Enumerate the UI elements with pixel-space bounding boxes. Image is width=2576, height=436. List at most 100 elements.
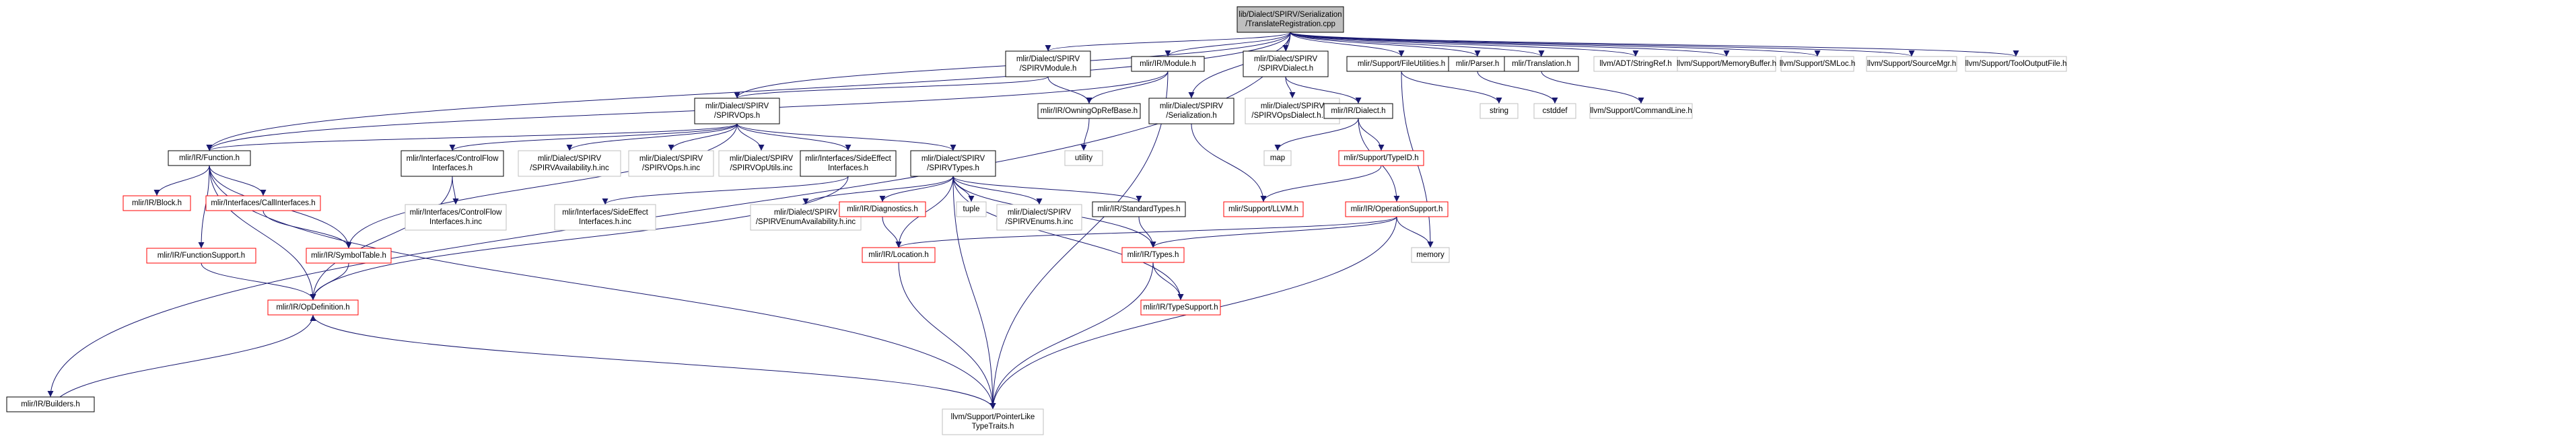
node-spirvopsdialectinc[interactable]: mlir/Dialect/SPIRV/SPIRVOpsDialect.h.inc [1245,98,1340,124]
edge-root-to-stringref [1290,32,1639,57]
node-box-serialization [1148,98,1234,124]
node-label-spirvavailinc: mlir/Dialect/SPIRV [538,155,602,163]
node-spirvoputils[interactable]: mlir/Dialect/SPIRV/SPIRVOpUtils.inc [718,150,804,177]
node-dialect[interactable]: mlir/IR/Dialect.h [1323,103,1393,119]
node-parser[interactable]: mlir/Parser.h [1448,56,1507,72]
node-box-spirvmodule [1005,50,1091,77]
node-block[interactable]: mlir/IR/Block.h [123,195,191,211]
node-owningopref[interactable]: mlir/IR/OwningOpRefBase.h [1037,103,1141,119]
node-tooloutputfile[interactable]: llvm/Support/ToolOutputFile.h [1965,56,2067,72]
node-label-spirvoputils: /SPIRVOpUtils.inc [730,164,792,172]
node-label-dialect: mlir/IR/Dialect.h [1331,107,1385,115]
node-callifaces[interactable]: mlir/Interfaces/CallInterfaces.h [205,195,321,211]
node-fileutilities[interactable]: mlir/Support/FileUtilities.h [1346,56,1457,72]
node-sourcemgr[interactable]: llvm/Support/SourceMgr.h [1866,56,1957,72]
edge-functionsupport-to-opdefinition [201,262,316,301]
edge-spirvtypes-to-pointerlike [952,176,996,410]
node-box-memory [1411,247,1450,263]
node-memorybuffer[interactable]: llvm/Support/MemoryBuffer.h [1677,56,1776,72]
node-box-opdefinition [267,299,359,316]
node-label-serialization: mlir/Dialect/SPIRV [1160,102,1224,110]
node-controlflowinc[interactable]: mlir/Interfaces/ControlFlowInterfaces.h.… [405,204,507,231]
edge-function-to-pointerlike [209,165,996,410]
node-label-spirvops: /SPIRVOps.h [714,112,760,120]
edge-root-to-smloc [1290,32,1821,57]
node-sideeffectinc[interactable]: mlir/Interfaces/SideEffectInterfaces.h.i… [554,204,656,231]
node-symboltable[interactable]: mlir/IR/SymbolTable.h [306,248,392,264]
node-typesupport[interactable]: mlir/IR/TypeSupport.h [1140,299,1221,316]
node-label-sourcemgr: llvm/Support/SourceMgr.h [1867,60,1956,68]
node-spirvmodule[interactable]: mlir/Dialect/SPIRV/SPIRVModule.h [1005,50,1091,77]
node-typeid[interactable]: mlir/Support/TypeID.h [1338,150,1424,166]
node-smloc[interactable]: llvm/Support/SMLoc.h [1780,56,1856,72]
node-standardtypes[interactable]: mlir/IR/StandardTypes.h [1092,201,1186,217]
node-label-translation: mlir/Translation.h [1512,60,1571,68]
node-label-builders: mlir/IR/Builders.h [21,400,80,408]
node-box-spirvopsinc [628,150,714,177]
edge-root-to-parser [1290,32,1481,57]
node-stringref[interactable]: llvm/ADT/StringRef.h [1593,56,1678,72]
edge-function-to-callifaces [209,165,267,196]
node-box-spirvdialect [1243,50,1329,77]
node-types[interactable]: mlir/IR/Types.h [1121,247,1185,263]
node-label-smloc: llvm/Support/SMLoc.h [1780,60,1856,68]
node-layer: lib/Dialect/SPIRV/Serialization/Translat… [6,6,2067,435]
node-map[interactable]: map [1263,150,1292,166]
edge-root-to-serialization [1188,32,1291,99]
node-label-spirvtypes: /SPIRVTypes.h [927,164,979,172]
node-cstddef[interactable]: cstddef [1533,103,1576,119]
node-tuple[interactable]: tuple [956,201,987,217]
node-root[interactable]: lib/Dialect/SPIRV/Serialization/Translat… [1237,6,1344,33]
node-location[interactable]: mlir/IR/Location.h [862,247,936,263]
node-label-memorybuffer: llvm/Support/MemoryBuffer.h [1677,60,1776,68]
node-translation[interactable]: mlir/Translation.h [1504,56,1579,72]
edge-spirvops-to-controlflowifaces [449,123,738,151]
node-box-function [168,150,251,166]
node-spirvops[interactable]: mlir/Dialect/SPIRV/SPIRVOps.h [694,98,780,124]
node-spirvenumsinc[interactable]: mlir/Dialect/SPIRV/SPIRVEnums.h.inc [996,204,1082,231]
node-utility[interactable]: utility [1064,150,1103,166]
edge-function-to-functionsupport [198,165,210,249]
node-functionsupport[interactable]: mlir/IR/FunctionSupport.h [146,248,256,264]
node-function[interactable]: mlir/IR/Function.h [168,150,251,166]
node-spirvopsinc[interactable]: mlir/Dialect/SPIRV/SPIRVOps.h.inc [628,150,714,177]
node-box-location [862,247,936,263]
node-commandline[interactable]: llvm/Support/CommandLine.h [1589,103,1693,119]
node-diagnostics[interactable]: mlir/IR/Diagnostics.h [839,201,926,217]
node-label-commandline: llvm/Support/CommandLine.h [1590,107,1692,115]
edge-module-to-pointerlike [989,71,1169,410]
node-box-smloc [1780,56,1854,72]
node-label-spirvopsinc: /SPIRVOps.h.inc [642,164,700,172]
node-box-cstddef [1533,103,1576,119]
node-box-controlflowinc [405,204,507,231]
node-llvmh[interactable]: mlir/Support/LLVM.h [1223,201,1304,217]
node-spirvdialect[interactable]: mlir/Dialect/SPIRV/SPIRVDialect.h [1243,50,1329,77]
node-module[interactable]: mlir/IR/Module.h [1131,56,1205,72]
node-label-spirvenumsinc: /SPIRVEnums.h.inc [1006,218,1074,226]
node-operationsupport[interactable]: mlir/IR/OperationSupport.h [1345,201,1449,217]
node-label-spirvoputils: mlir/Dialect/SPIRV [730,155,794,163]
node-spirvavailinc[interactable]: mlir/Dialect/SPIRV/SPIRVAvailability.h.i… [518,150,621,177]
node-label-typesupport: mlir/IR/TypeSupport.h [1143,303,1218,312]
node-memory[interactable]: memory [1411,247,1450,263]
node-string[interactable]: string [1480,103,1519,119]
node-label-typeid: mlir/Support/TypeID.h [1344,154,1418,162]
edge-parser-to-cstddef [1477,71,1558,104]
edge-spirvmodule-to-owningopref [1047,76,1092,104]
node-label-module: mlir/IR/Module.h [1140,60,1196,68]
node-serialization[interactable]: mlir/Dialect/SPIRV/Serialization.h [1148,98,1234,124]
node-label-spirvopsinc: mlir/Dialect/SPIRV [639,155,703,163]
edge-spirvmodule-to-spirvops [734,76,1049,99]
node-label-spirvtypes: mlir/Dialect/SPIRV [921,155,985,163]
node-builders[interactable]: mlir/IR/Builders.h [6,396,95,412]
edge-types-to-typesupport [1152,262,1184,301]
edge-types-to-pointerlike [989,262,1154,410]
edge-spirvops-to-function [206,123,738,151]
node-opdefinition[interactable]: mlir/IR/OpDefinition.h [267,299,359,316]
node-label-controlflowinc: Interfaces.h.inc [429,218,482,226]
node-label-llvmh: mlir/Support/LLVM.h [1228,205,1298,213]
node-spirvtypes[interactable]: mlir/Dialect/SPIRV/SPIRVTypes.h [910,150,996,177]
